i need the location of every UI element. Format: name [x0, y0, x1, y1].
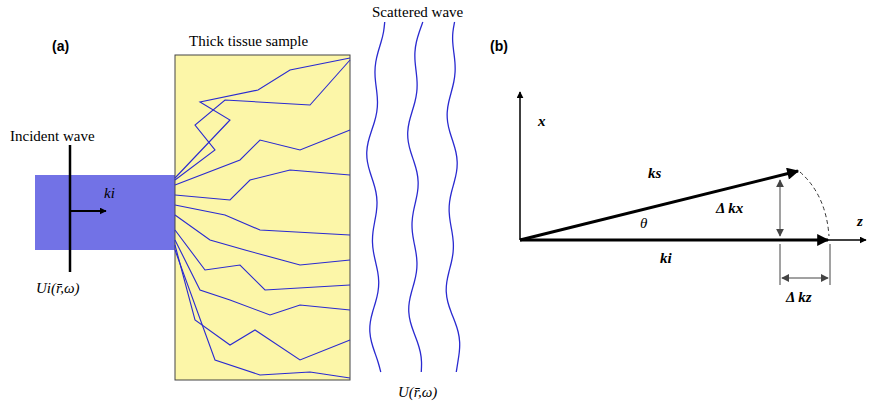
vector-label: ki — [660, 249, 672, 267]
scattering-path — [175, 215, 350, 265]
scattering-path — [175, 250, 350, 378]
dimension-label: Δ kx — [716, 199, 743, 217]
delta-kz-arrow — [782, 278, 828, 279]
incident-wave-vector — [520, 239, 828, 242]
incident-beam — [35, 175, 175, 250]
dimension-tick — [780, 244, 781, 285]
field-label: Ui(r̄,ω) — [36, 279, 80, 297]
wavefront — [367, 22, 385, 372]
dimension-tick — [830, 244, 831, 285]
tissue-sample-fill — [175, 55, 350, 380]
field-label: U(r̄,ω) — [398, 383, 437, 401]
rotation-arc — [800, 172, 829, 236]
vector-label: ki — [104, 184, 115, 202]
dimension-label: Δ kz — [786, 288, 812, 306]
scattered-wavefronts — [367, 22, 460, 372]
axis-label: x — [538, 112, 546, 130]
scattering-path — [175, 60, 350, 180]
scattering-path — [175, 170, 350, 200]
scattering-path — [175, 245, 350, 360]
scattering-path — [175, 240, 350, 315]
wavefront-line — [69, 145, 72, 272]
delta-kx-arrow — [780, 180, 781, 236]
sample-heading: Thick tissue sample — [175, 32, 350, 50]
beam-label: Incident wave — [10, 127, 95, 145]
scattering-path — [175, 205, 350, 235]
z-axis — [520, 239, 866, 241]
scattering-paths — [175, 58, 350, 378]
scattered-wave-vector — [520, 171, 798, 240]
axis-label: z — [857, 212, 863, 230]
vector-label: ks — [648, 164, 661, 182]
wave-label: Scattered wave — [372, 3, 463, 21]
tissue-sample-box: Thick tissue sample — [175, 32, 350, 380]
angle-label: θ — [640, 214, 647, 232]
scattering-path — [175, 230, 350, 290]
wavefront — [446, 22, 460, 372]
wavefront — [408, 22, 423, 372]
panel-label: (a) — [52, 37, 69, 55]
x-axis — [519, 92, 521, 240]
wave-vector-arrow — [70, 210, 106, 212]
panel-label: (b) — [490, 37, 508, 55]
